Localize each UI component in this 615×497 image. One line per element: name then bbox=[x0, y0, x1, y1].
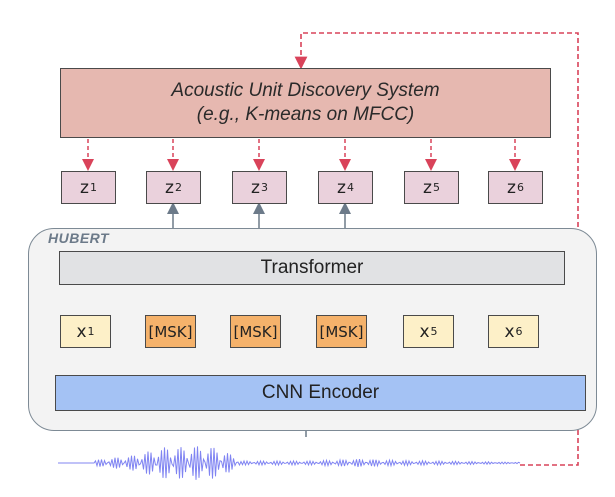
discovery-title: Acoustic Unit Discovery System bbox=[171, 80, 440, 101]
target-index: 2 bbox=[174, 181, 182, 194]
transformer-label: Transformer bbox=[260, 257, 364, 278]
target-label: z bbox=[80, 177, 89, 198]
target-label: z bbox=[251, 177, 260, 198]
target-label: z bbox=[337, 177, 346, 198]
target-label: z bbox=[165, 177, 174, 198]
mask-token-3: [MSK] bbox=[230, 315, 281, 348]
target-label: z bbox=[423, 177, 432, 198]
hubert-label: HUBERT bbox=[48, 230, 110, 246]
waveform-icon bbox=[58, 446, 521, 480]
target-index: 3 bbox=[260, 181, 268, 194]
mask-label: [MSK] bbox=[319, 322, 364, 341]
feature-label: x bbox=[76, 321, 87, 342]
waveform-trace bbox=[58, 446, 521, 480]
feature-index: 5 bbox=[430, 325, 438, 338]
target-index: 4 bbox=[346, 181, 354, 194]
target-index: 1 bbox=[89, 181, 97, 194]
target-index: 5 bbox=[432, 181, 440, 194]
feature-label: x bbox=[504, 321, 515, 342]
cnn-encoder-block: CNN Encoder bbox=[55, 375, 586, 411]
mask-label: [MSK] bbox=[233, 322, 278, 341]
feedback-dashed-arrow bbox=[294, 32, 579, 466]
mask-token-4: [MSK] bbox=[316, 315, 367, 348]
transformer-block: Transformer bbox=[59, 251, 565, 285]
feature-index: 6 bbox=[515, 325, 523, 338]
feature-label: x bbox=[419, 321, 430, 342]
feature-index: 1 bbox=[87, 325, 95, 338]
target-label: z bbox=[507, 177, 516, 198]
mask-label: [MSK] bbox=[148, 322, 193, 341]
discovery-subtitle: (e.g., K-means on MFCC) bbox=[196, 104, 415, 125]
cnn-encoder-label: CNN Encoder bbox=[261, 382, 380, 403]
acoustic-unit-discovery-box: Acoustic Unit Discovery System (e.g., K-… bbox=[60, 68, 551, 138]
target-index: 6 bbox=[516, 181, 524, 194]
mask-token-2: [MSK] bbox=[145, 315, 196, 348]
